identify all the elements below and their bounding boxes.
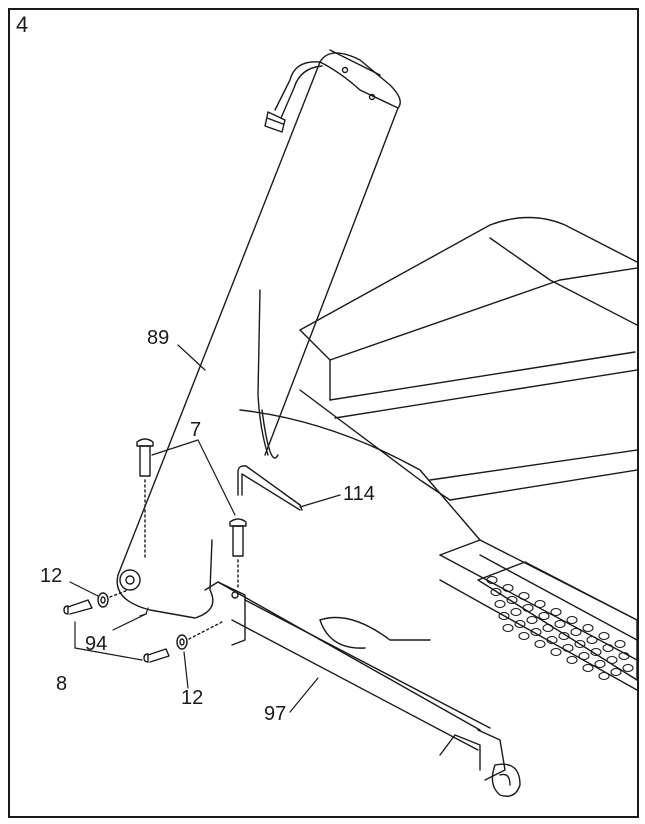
foot-rail	[239, 409, 638, 691]
callout-washer-left: 12	[40, 565, 63, 587]
grip-pad	[477, 561, 638, 681]
base-frame	[204, 581, 521, 797]
hex-key	[237, 465, 303, 511]
leader-lines	[69, 344, 341, 713]
bolt-short-left	[63, 589, 129, 615]
step-number: 4	[16, 12, 29, 37]
bolt-long-right	[229, 518, 247, 589]
treadmill-deck	[299, 216, 638, 501]
callout-bolt-long: 7	[190, 419, 202, 441]
wire-harness	[264, 61, 323, 133]
upright-tube	[117, 49, 401, 576]
callout-base-cover: 94	[85, 633, 108, 655]
callout-hex-key: 114	[343, 483, 375, 505]
callout-upright: 89	[147, 327, 170, 349]
base-cover	[116, 539, 214, 619]
callout-base-frame: 97	[264, 703, 287, 725]
bolt-long-left	[136, 438, 154, 561]
callout-bolt-short: 8	[56, 673, 68, 695]
diagram-frame	[8, 8, 639, 818]
bolt-short-right	[143, 621, 223, 663]
callout-washer-right: 12	[181, 687, 204, 709]
